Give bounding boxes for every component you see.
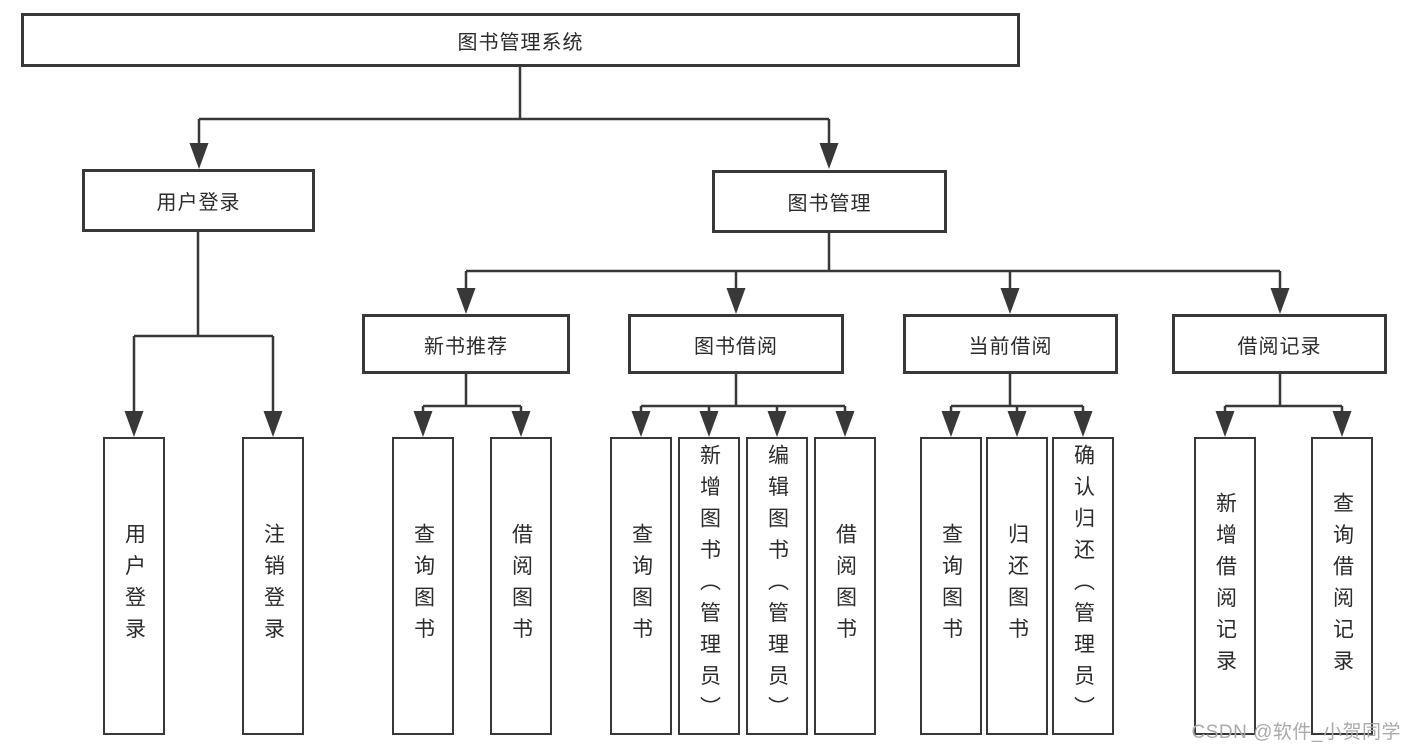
node-book-borrowing: 图书借阅 [628,314,844,374]
node-label: 新书推荐 [424,335,508,358]
node-label: 图书借阅 [694,335,778,358]
node-label: 借阅记录 [1237,335,1322,358]
leaf-borrow-books-recommend: 借阅图书 [490,437,552,735]
node-user-login-branch: 用户登录 [82,169,315,232]
node-label: 当前借阅 [968,335,1053,358]
leaf-edit-books-admin: 编辑图书（管理员） [746,437,808,735]
leaf-return-books: 归还图书 [986,437,1048,735]
leaf-logout: 注销登录 [242,437,304,735]
node-borrowing-records: 借阅记录 [1172,314,1387,374]
leaf-query-books-recommend: 查询图书 [392,437,454,735]
leaf-add-books-admin: 新增图书（管理员） [678,437,740,735]
node-label: 用户登录 [156,192,241,214]
node-label: 新增借阅记录 [1213,491,1237,681]
node-label: 查询图书 [939,523,963,649]
node-label: 新增图书（管理员） [697,444,721,728]
node-label: 查询图书 [411,523,435,649]
node-label: 注销登录 [261,523,285,649]
leaf-confirm-return-admin: 确认归还（管理员） [1052,437,1114,735]
node-label: 借阅图书 [833,523,857,649]
leaf-query-books-borrowing: 查询图书 [610,437,672,735]
leaf-user-login: 用户登录 [103,437,165,735]
node-label: 归还图书 [1005,523,1029,649]
node-label: 查询图书 [629,523,653,649]
node-label: 查询借阅记录 [1330,491,1354,681]
node-label: 借阅图书 [509,523,533,649]
node-label: 用户登录 [122,523,146,649]
node-label: 编辑图书（管理员） [765,444,789,728]
csdn-watermark: CSDN @软件_小贺同学 [1191,722,1401,743]
leaf-borrow-books: 借阅图书 [814,437,876,735]
leaf-add-borrow-record: 新增借阅记录 [1194,437,1256,735]
node-root-library-system: 图书管理系统 [21,13,1020,67]
node-book-management-branch: 图书管理 [712,170,947,233]
node-current-borrowing: 当前借阅 [903,314,1118,374]
leaf-query-borrow-record: 查询借阅记录 [1311,437,1373,735]
leaf-query-books-current: 查询图书 [920,437,982,735]
node-label: 图书管理 [787,193,872,215]
node-label: 图书管理系统 [457,31,584,54]
node-label: 确认归还（管理员） [1071,444,1095,728]
node-new-book-recommend: 新书推荐 [362,314,570,374]
